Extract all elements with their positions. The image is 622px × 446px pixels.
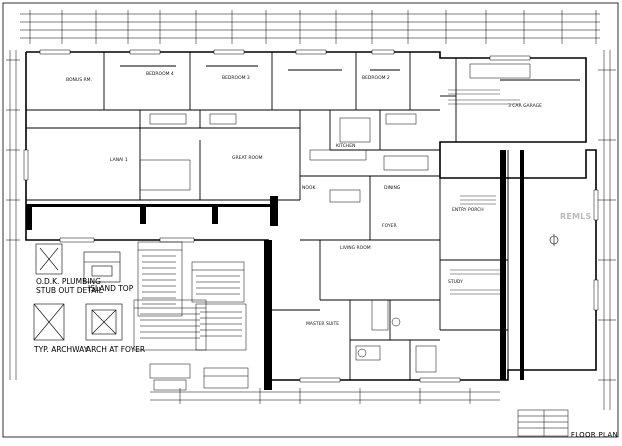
exterior-walls xyxy=(25,51,597,381)
fixtures xyxy=(139,63,531,373)
room-label-great-room: GREAT ROOM xyxy=(232,156,263,161)
lanai-beams xyxy=(26,150,524,390)
interior-walls xyxy=(26,52,580,380)
room-label-foyer: FOYER xyxy=(382,224,397,229)
room-label-bedroom-3: BEDROOM 3 xyxy=(222,76,250,81)
room-label-dining: DINING xyxy=(384,186,401,191)
compass-symbol xyxy=(549,234,559,246)
room-label-living-room: LIVING ROOM xyxy=(340,246,371,251)
room-label-entry-porch: ENTRY PORCH xyxy=(452,208,484,213)
room-label-nook: NOOK xyxy=(302,186,316,191)
note-ticks xyxy=(448,89,520,295)
room-label-master-suite: MASTER SUITE xyxy=(306,322,340,327)
top-dimension-lines xyxy=(20,10,600,44)
sheet-title: FLOOR PLAN xyxy=(570,431,618,439)
room-label-study: STUDY xyxy=(448,280,463,285)
room-label-garage: 3 CAR GARAGE xyxy=(508,104,542,109)
sheet-border xyxy=(2,2,619,438)
arch-foyer-detail xyxy=(85,303,123,341)
bottom-dimension-lines xyxy=(150,388,500,404)
detail-label-plumbing-1: O.D.K. PLUMBING xyxy=(36,277,101,286)
detail-label-arch-foyer: ARCH AT FOYER xyxy=(86,345,146,354)
room-label-bonus: BONUS RM. xyxy=(66,78,92,83)
island-top-detail xyxy=(83,251,121,283)
room-label-bedroom-2: BEDROOM 2 xyxy=(362,76,390,81)
archway-detail xyxy=(33,303,65,341)
watermark: REMLS xyxy=(560,212,592,221)
wall-openings xyxy=(23,49,599,383)
right-dimension-lines xyxy=(598,50,616,410)
left-dimension-lines xyxy=(6,50,20,380)
detail-label-archway: TYP. ARCHWAY xyxy=(34,345,89,354)
detail-label-plumbing-2: STUB OUT DETAIL xyxy=(36,286,103,295)
room-label-kitchen: KITCHEN xyxy=(336,144,356,149)
sheet-index-box xyxy=(517,409,569,437)
plumbing-stub-detail xyxy=(35,243,63,275)
room-label-bedroom-4: BEDROOM 4 xyxy=(146,72,174,77)
schedule-tables xyxy=(133,241,249,391)
detail-label-island-top: ISLAND TOP xyxy=(88,284,134,293)
room-label-lanai: LANAI 1 xyxy=(110,158,128,163)
